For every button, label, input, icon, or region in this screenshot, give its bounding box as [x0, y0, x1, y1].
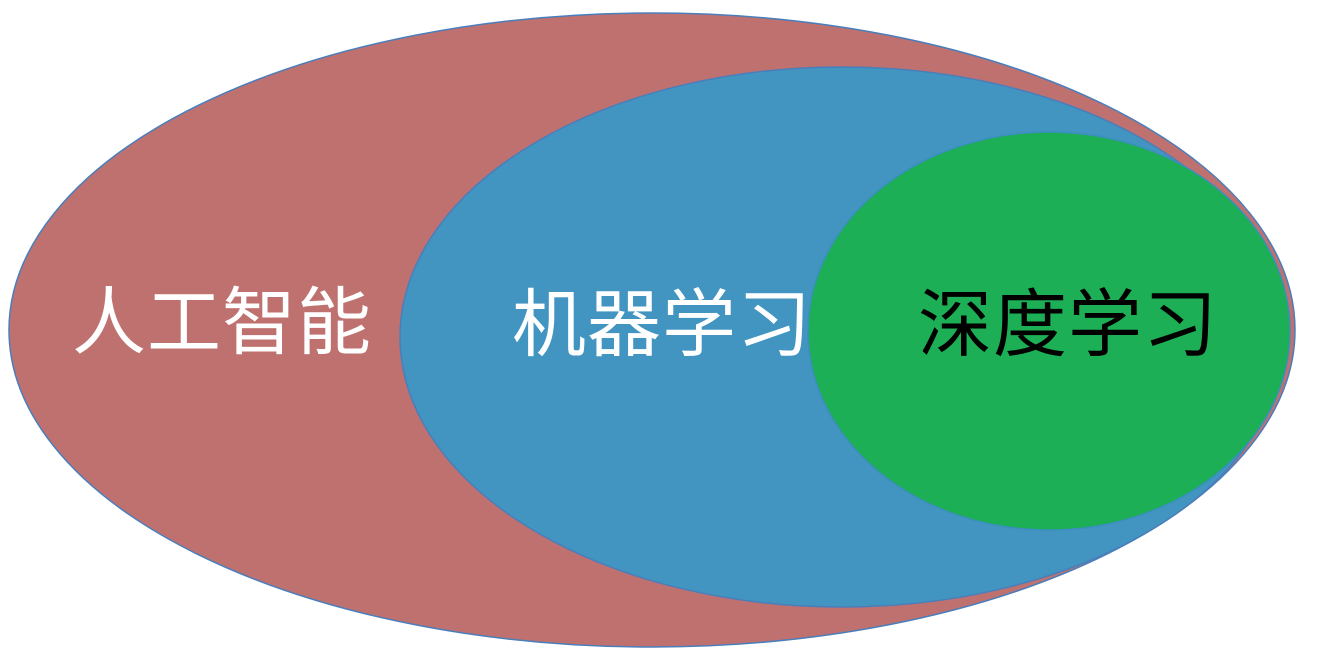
label-ml: 机器学习 — [512, 282, 812, 368]
ellipse-dl — [807, 131, 1291, 531]
label-ai: 人工智能 — [72, 280, 372, 366]
label-dl: 深度学习 — [918, 282, 1218, 368]
